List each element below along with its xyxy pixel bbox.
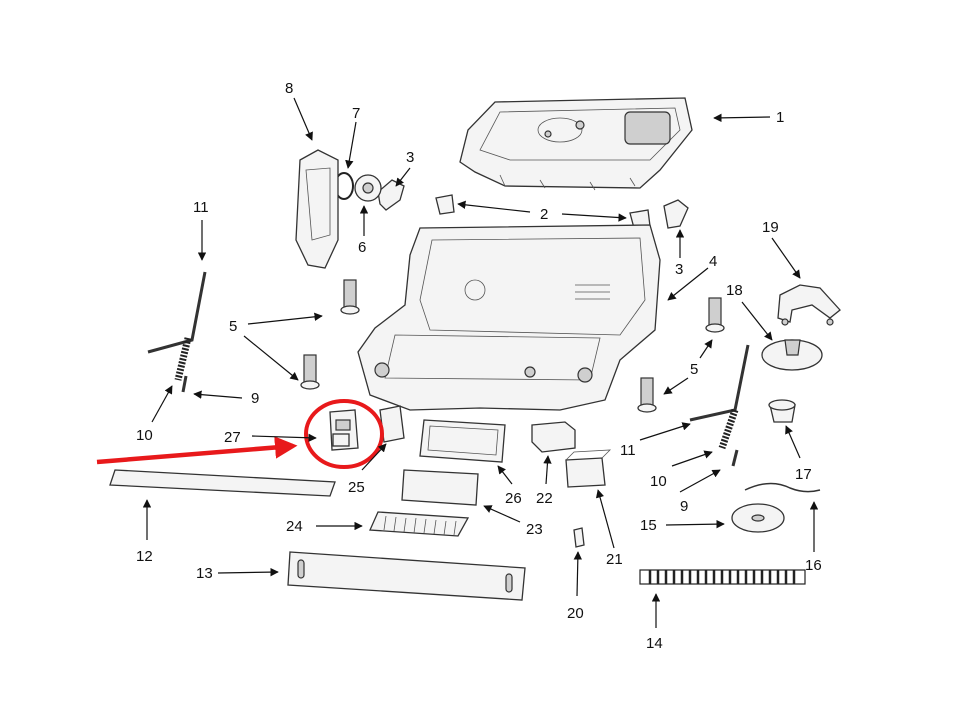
callout-9-right: 9 [680,498,688,515]
part-23-board [401,469,479,506]
part-8-pump-bracket [295,149,339,269]
part-18-hub [761,339,823,371]
part-10-spring-right [718,408,739,450]
part-12-bottom-rail [109,469,336,497]
part-9-pin-right [731,449,739,467]
callout-labels: 1 2 3 3 4 5 5 6 7 8 9 9 10 10 11 11 12 1… [136,80,822,652]
callout-14: 14 [646,635,663,652]
highlight-marker [96,399,384,469]
part-24-filter-grille [369,511,470,537]
callout-11-right: 11 [620,442,636,459]
part-1-top-cover [459,97,693,191]
part-16-wire [744,482,821,493]
part-13-kick-plate [287,551,526,601]
part-11-rod-left [147,271,207,354]
callout-27: 27 [224,429,241,446]
part-20-clip [573,527,585,548]
part-3-clips [377,179,689,229]
callout-11-left: 11 [193,199,209,216]
callout-1: 1 [776,109,784,126]
callout-7: 7 [352,105,360,122]
callout-2: 2 [540,206,548,223]
highlight-circle [304,399,384,469]
part-11-rod-right [689,344,750,422]
part-9-pin-left [181,375,188,393]
callout-16: 16 [805,557,822,574]
callout-12: 12 [136,548,153,565]
callout-4: 4 [709,253,717,270]
callout-5-right: 5 [690,361,698,378]
part-17-cap [768,399,796,423]
part-27-bracket [329,409,359,451]
part-15-disc [731,503,785,533]
callout-21: 21 [606,551,623,568]
part-10-spring-left [174,337,192,381]
callout-13: 13 [196,565,213,582]
callout-23: 23 [526,521,543,538]
callout-3-upper: 3 [406,149,414,166]
callout-10-right: 10 [650,473,667,490]
part-6-gear [354,174,382,202]
part-4-base-frame [357,224,661,411]
callout-15: 15 [640,517,657,534]
callout-19: 19 [762,219,779,236]
callout-17: 17 [795,466,812,483]
part-26-control-board [419,419,506,463]
part-22-bracket [531,421,576,453]
callout-6: 6 [358,239,366,256]
callout-9-left: 9 [251,390,259,407]
callout-24: 24 [286,518,303,535]
callout-22: 22 [536,490,553,507]
part-19-spider-bracket [777,284,841,326]
part-14-drain-hose [639,569,806,585]
callout-8: 8 [285,80,293,97]
part-5-screws [300,279,725,413]
callout-25: 25 [348,479,365,496]
leader-lines [142,97,819,628]
callout-20: 20 [567,605,584,622]
highlight-arrow [96,436,298,465]
part-21-box [565,449,612,488]
callout-10-left: 10 [136,427,153,444]
callout-3-right: 3 [675,261,683,278]
callout-18: 18 [726,282,743,299]
callout-5-left: 5 [229,318,237,335]
callout-26: 26 [505,490,522,507]
